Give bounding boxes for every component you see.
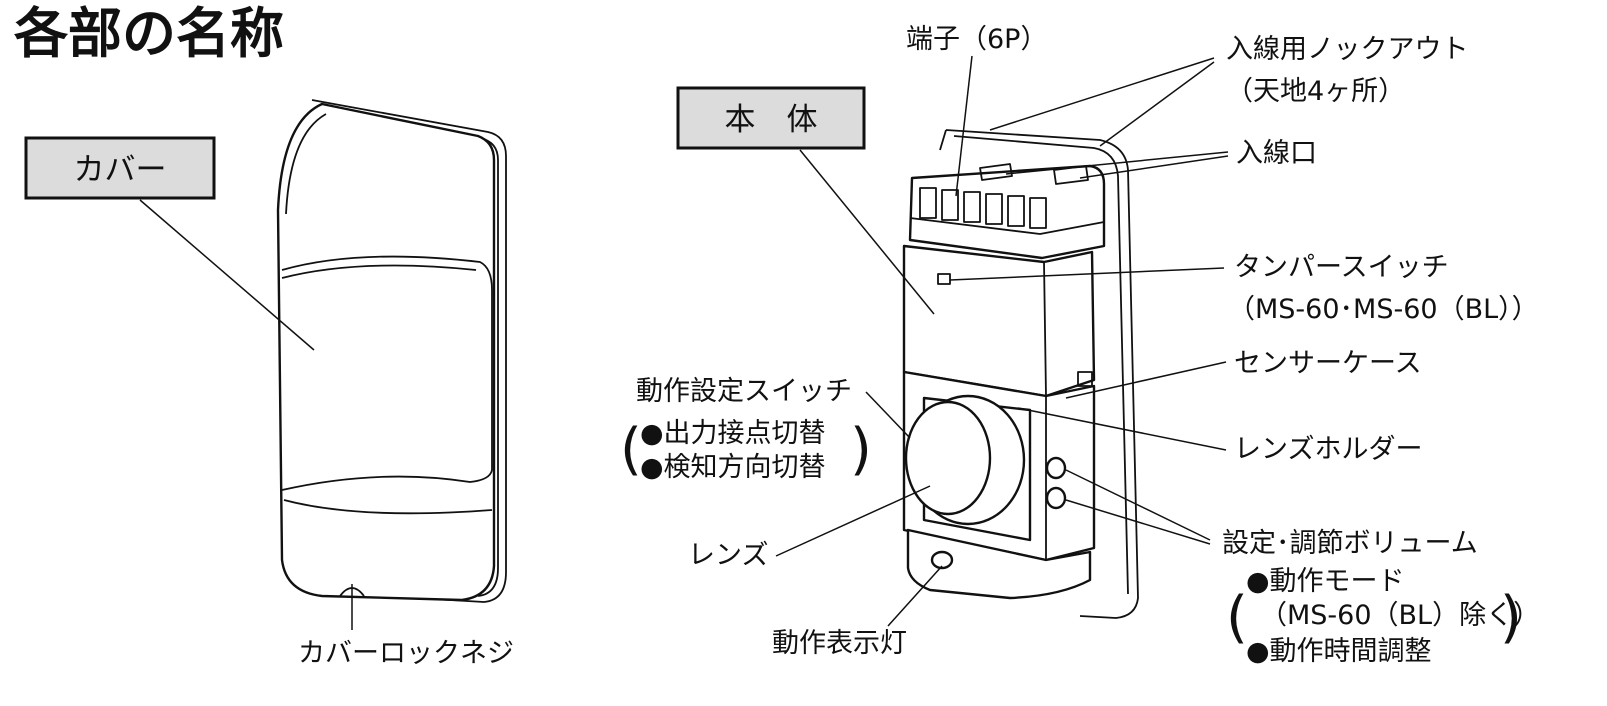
op-switch-item2: ●検知方向切替 — [640, 452, 826, 483]
tamper-label-line2: （MS-60･MS-60（BL）） — [1228, 294, 1539, 325]
sensor-case-leader — [1065, 361, 1227, 399]
wire-inlet-leader-a — [1005, 151, 1229, 175]
volume-paren-close: ) — [1500, 585, 1522, 650]
cover-tag-label: カバー — [74, 152, 167, 188]
lens-leader — [775, 485, 931, 557]
lens-label: レンズ — [688, 540, 768, 571]
terminal-leader — [955, 55, 973, 197]
op-switch-item1: ●出力接点切替 — [640, 418, 826, 449]
indicator-leader — [887, 565, 943, 627]
body-leader — [799, 149, 935, 315]
volume-leader-b — [1065, 499, 1211, 545]
op-switch-paren-close: ) — [850, 417, 872, 482]
wire-inlet-leader-b — [1079, 155, 1229, 179]
volume-paren-open: ( — [1226, 585, 1248, 650]
indicator-label: 動作表示灯 — [772, 628, 907, 659]
cover-lock-screw-label: カバーロックネジ — [298, 638, 514, 669]
cover-tag-box — [24, 136, 216, 200]
volume-item2: ●動作時間調整 — [1246, 636, 1432, 667]
knockout-label-line1: 入線用ノックアウト — [1226, 34, 1468, 65]
volume-leader-a — [1065, 469, 1211, 541]
op-switch-paren-open: ( — [620, 417, 642, 482]
body-illustration — [902, 129, 1139, 619]
op-switch-leader — [865, 391, 911, 439]
cover-illustration — [276, 99, 507, 603]
sensor-case-label: センサーケース — [1234, 348, 1422, 379]
knockout-leader-b — [1099, 61, 1215, 147]
op-switch-label: 動作設定スイッチ — [636, 376, 852, 407]
page-title: 各部の名称 — [14, 2, 284, 65]
cover-leader — [139, 199, 315, 351]
tamper-label-line1: タンパースイッチ — [1234, 252, 1449, 283]
tamper-leader — [949, 267, 1225, 281]
volume-item1: ●動作モード — [1246, 566, 1405, 597]
lens-holder-leader — [1017, 407, 1227, 451]
volume-item1-note: （MS-60（BL）除く） — [1260, 600, 1540, 631]
body-tag-label: 本 体 — [725, 102, 818, 138]
lens-holder-label: レンズホルダー — [1234, 434, 1422, 465]
knockout-label-line2: （天地4ヶ所） — [1226, 76, 1405, 107]
knockout-leader-a — [989, 57, 1215, 131]
wire-inlet-label: 入線口 — [1236, 138, 1317, 169]
body-tag-box — [676, 86, 866, 150]
volume-label: 設定･調節ボリューム — [1222, 528, 1478, 559]
terminal-label: 端子（6P） — [906, 24, 1047, 55]
